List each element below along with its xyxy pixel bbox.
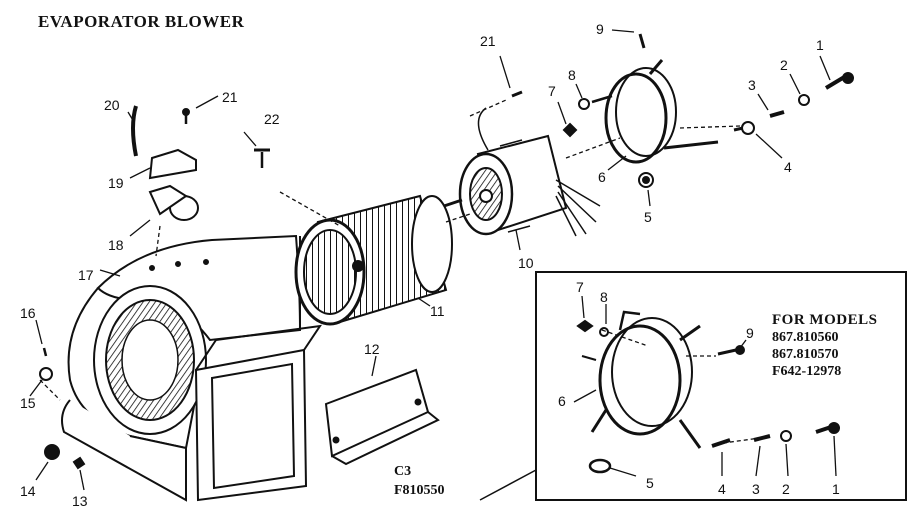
callout-6: 6 (598, 169, 606, 185)
inset-callout-9: 9 (746, 325, 754, 341)
blower-housing (61, 234, 323, 502)
model-number: 867.810560 (772, 330, 839, 345)
callout-21-bracket: 21 (222, 89, 238, 105)
callout-16: 16 (20, 305, 36, 321)
inset-callout-1: 1 (832, 481, 840, 497)
inset-pointer (479, 469, 537, 501)
inset-callout-3: 3 (752, 481, 760, 497)
callout-2: 2 (780, 57, 788, 73)
motor-mount-band (591, 59, 719, 164)
hardware-parts (39, 33, 854, 470)
inset-motor-mount (576, 310, 840, 474)
diagram-title: EVAPORATOR BLOWER (38, 12, 245, 31)
inset-leader-lines (573, 295, 837, 477)
callout-4: 4 (784, 159, 792, 175)
inset-callout-8: 8 (600, 289, 608, 305)
callout-3: 3 (748, 77, 756, 93)
callout-5: 5 (644, 209, 652, 225)
inset-callout-labels: 7 8 9 6 5 4 3 2 1 (558, 279, 840, 497)
blower-motor (443, 107, 601, 237)
inset-callout-7: 7 (576, 279, 584, 295)
model-number: 867.810570 (772, 347, 839, 362)
support-bracket (324, 368, 440, 466)
inset-callout-4: 4 (718, 481, 726, 497)
inset-callout-5: 5 (646, 475, 654, 491)
callout-9: 9 (596, 21, 604, 37)
callout-1: 1 (816, 37, 824, 53)
callout-20: 20 (104, 97, 120, 113)
leader-lines (29, 29, 831, 491)
callout-13: 13 (72, 493, 88, 509)
figure-codes: C3 F810550 (394, 462, 445, 500)
callout-19: 19 (108, 175, 124, 191)
callout-12: 12 (364, 341, 380, 357)
callout-22: 22 (264, 111, 280, 127)
callout-7: 7 (548, 83, 556, 99)
callout-17: 17 (78, 267, 94, 283)
callout-10: 10 (518, 255, 534, 271)
model-number: F642-12978 (772, 364, 842, 379)
callout-15: 15 (20, 395, 36, 411)
blower-wheel (294, 194, 453, 326)
inset-callout-6: 6 (558, 393, 566, 409)
inset-heading: FOR MODELS (772, 312, 878, 328)
callout-labels: 1 2 3 4 5 6 7 8 9 10 11 12 13 14 15 16 1… (20, 21, 824, 509)
inset-box (535, 271, 907, 501)
callout-8: 8 (568, 67, 576, 83)
inset-model-note: FOR MODELS 867.810560 867.810570 F642-12… (772, 312, 877, 380)
callout-21-motor: 21 (480, 33, 496, 49)
callout-18: 18 (108, 237, 124, 253)
section-code: C3 (394, 464, 412, 479)
callout-11: 11 (430, 303, 445, 319)
figure-number: F810550 (394, 483, 445, 498)
callout-14: 14 (20, 483, 36, 499)
inset-callout-2: 2 (782, 481, 790, 497)
